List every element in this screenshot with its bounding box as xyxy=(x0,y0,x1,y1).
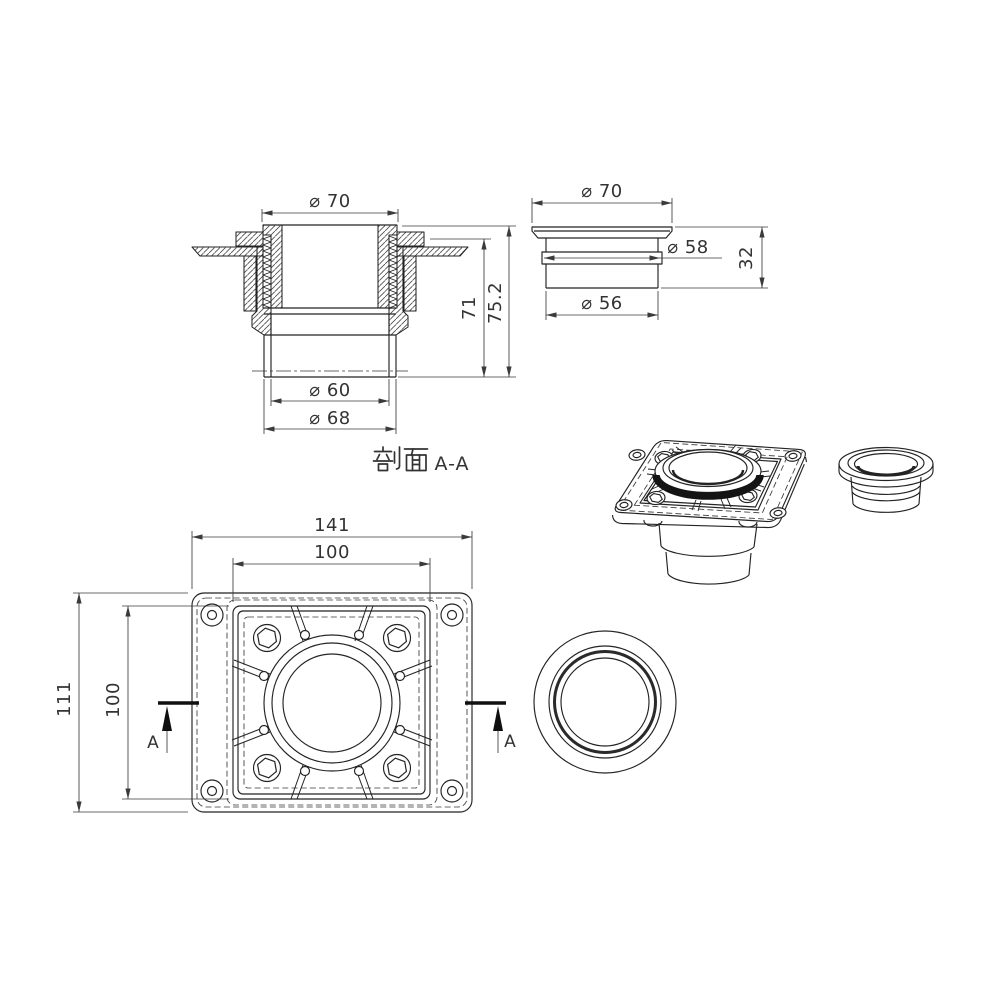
left-flange-wing xyxy=(191,246,264,257)
dim-plate-height: 111 xyxy=(54,681,75,717)
dim-section-pipe-id: ⌀ 60 xyxy=(309,380,350,401)
iso-knurled-band xyxy=(652,474,764,500)
plan-inner-frame xyxy=(232,605,431,800)
section-dimensions: ⌀ 70 71 75.2 ⌀ 60 ⌀ 68 xyxy=(261,191,516,434)
section-title: A-A xyxy=(372,446,469,475)
iso-body-below xyxy=(643,519,758,585)
plan-center-bore-outer xyxy=(263,634,401,772)
iso-corner-holes xyxy=(615,449,802,519)
iso-plate-thickness xyxy=(611,463,805,529)
dim-side-flange-od: ⌀ 70 xyxy=(581,181,622,202)
section-title-hanzi xyxy=(372,446,429,472)
dim-side-rib-od: ⌀ 58 xyxy=(667,237,708,258)
right-flange-wing xyxy=(396,246,469,257)
side-dimensions: ⌀ 70 ⌀ 58 32 ⌀ 56 xyxy=(531,181,768,320)
dim-inner-width: 100 xyxy=(314,542,350,563)
plan-rib-bosses xyxy=(258,629,406,777)
iso-central-ring xyxy=(652,448,764,500)
side-view: ⌀ 70 ⌀ 58 32 ⌀ 56 xyxy=(531,181,768,320)
dim-section-top-od: ⌀ 70 xyxy=(309,191,350,212)
dim-inner-height: 100 xyxy=(103,682,124,718)
section-title-latin: A-A xyxy=(434,453,469,475)
washer-top-view xyxy=(533,630,677,774)
thread-right xyxy=(388,235,398,309)
section-part-geometry xyxy=(191,224,469,378)
plan-dimensions: 141 100 111 100 xyxy=(54,515,473,813)
dim-side-height: 32 xyxy=(736,246,757,270)
plan-hidden-boss xyxy=(226,599,438,806)
iso-ring-view xyxy=(838,446,934,513)
thread-left xyxy=(262,235,272,309)
dim-section-height-total: 75.2 xyxy=(485,282,506,324)
cut-label-left: A xyxy=(147,733,159,753)
dim-side-body-od: ⌀ 56 xyxy=(581,293,622,314)
dim-section-height-inner: 71 xyxy=(459,296,480,320)
plan-corner-holes xyxy=(200,603,464,803)
dim-plate-width: 141 xyxy=(314,515,350,536)
iso-assembled-view xyxy=(611,440,808,585)
section-cut-markers: A A xyxy=(147,701,516,753)
section-view: ⌀ 70 71 75.2 ⌀ 60 ⌀ 68 xyxy=(191,191,516,475)
plan-center-bore-inner xyxy=(282,653,382,753)
plan-bolts xyxy=(252,623,412,783)
iso-plate-hidden-edge xyxy=(617,442,803,520)
plan-view: 141 100 111 100 A A xyxy=(54,515,516,813)
cut-label-right: A xyxy=(504,732,516,752)
dim-section-pipe-od: ⌀ 68 xyxy=(309,408,350,429)
flange-profile xyxy=(531,226,673,239)
